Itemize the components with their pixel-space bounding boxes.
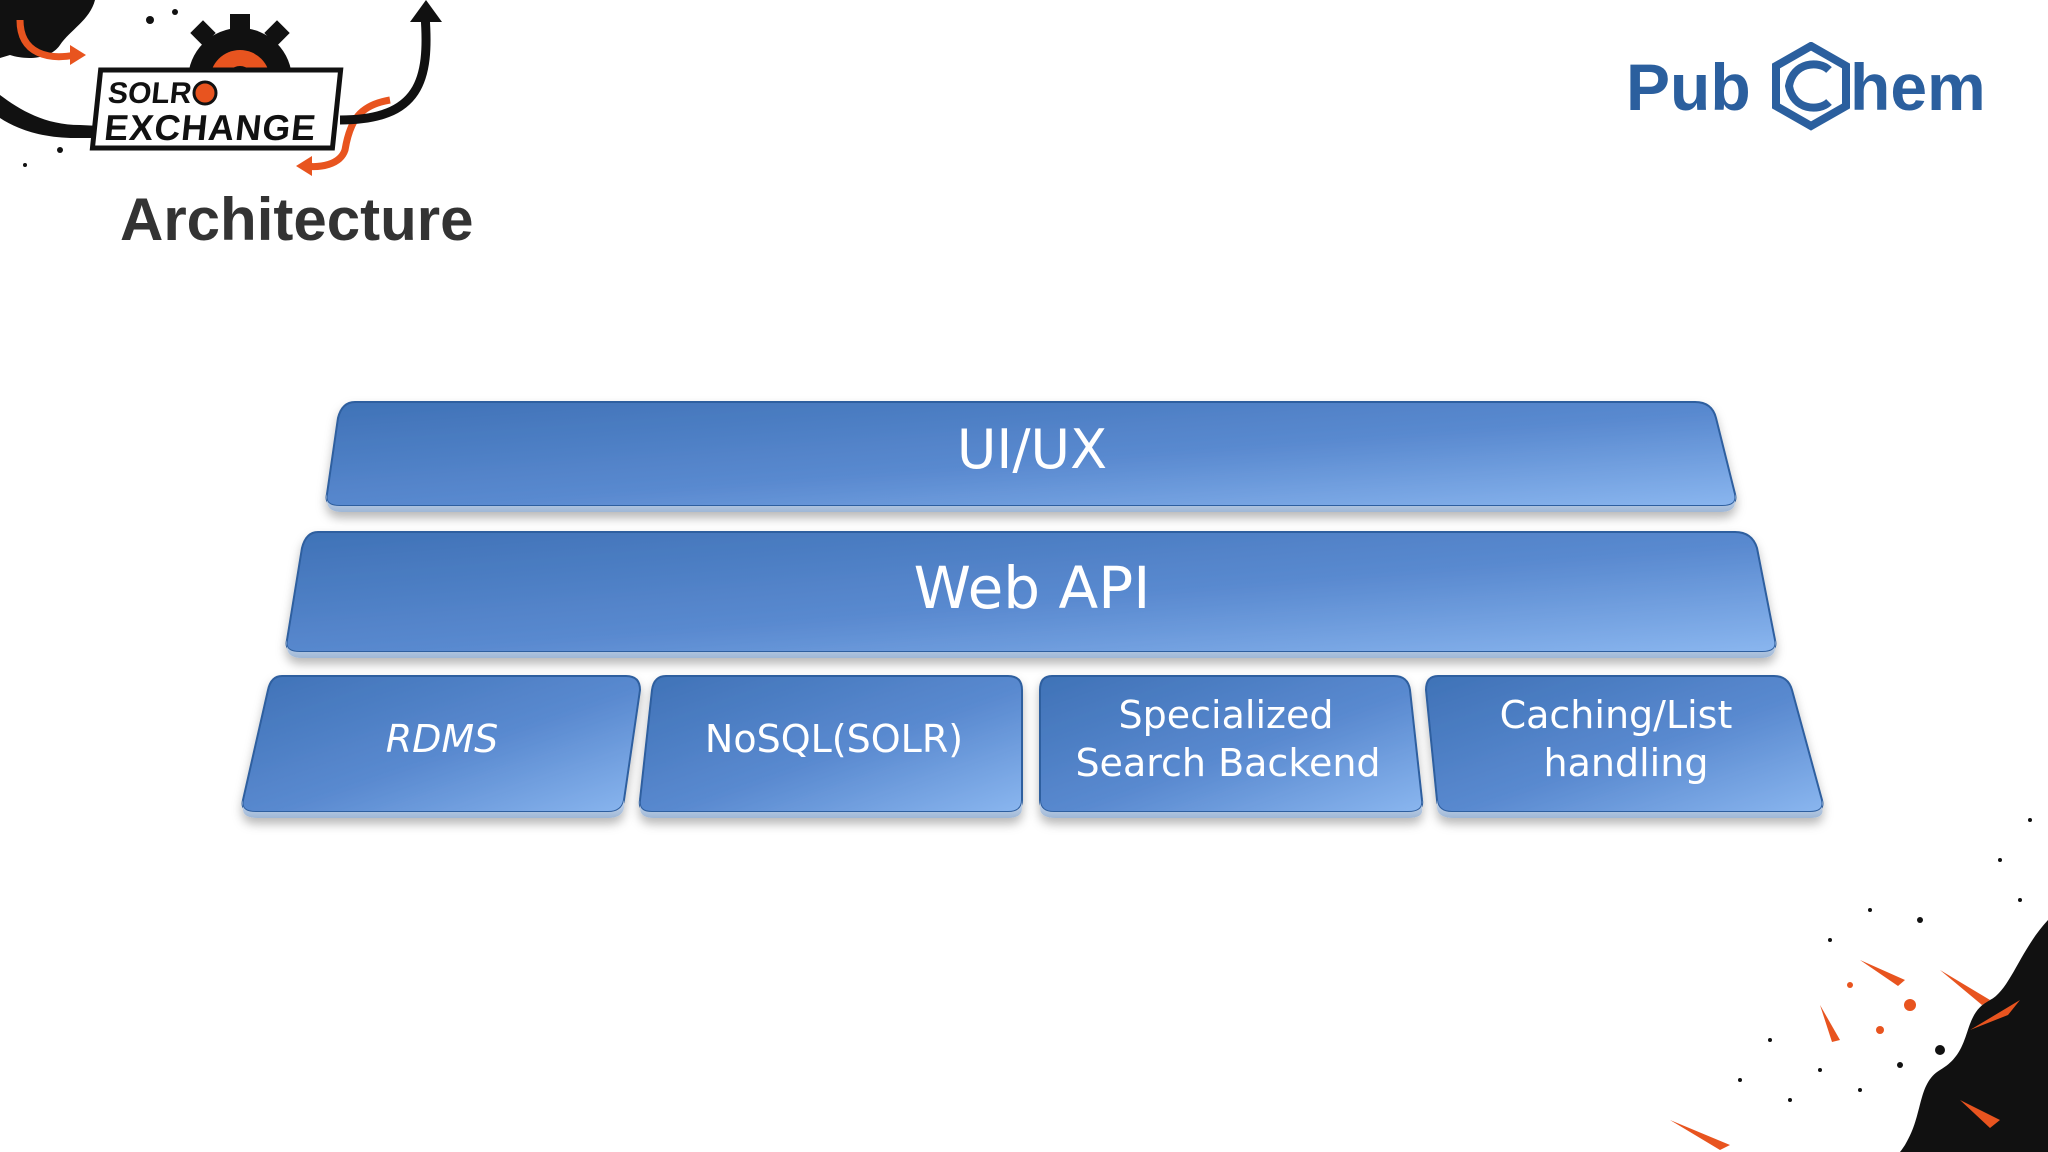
- layer-web-api: Web API: [285, 531, 1777, 658]
- backend-label-line2: handling: [1544, 741, 1709, 785]
- pubchem-logo: Pub hem: [1626, 42, 1986, 131]
- svg-text:EXCHANGE: EXCHANGE: [102, 107, 318, 148]
- backend-label-line1: Caching/List: [1500, 693, 1733, 737]
- solr-exchange-logo: SOLR EXCHANGE: [0, 0, 442, 176]
- backend-label-line2: Search Backend: [1075, 741, 1380, 785]
- svg-text:Pub: Pub: [1626, 50, 1751, 124]
- backend-label: NoSQL(SOLR): [705, 717, 963, 761]
- backend-nosql-solr: NoSQL(SOLR): [638, 675, 1023, 818]
- layer-label: UI/UX: [957, 418, 1107, 481]
- layer-ui-ux: UI/UX: [325, 401, 1737, 512]
- backend-specialized-search: Specialized Search Backend: [1039, 675, 1424, 818]
- svg-text:SOLR: SOLR: [106, 77, 193, 110]
- ink-splatter-decoration: [1670, 818, 2048, 1152]
- slide-title: Architecture: [120, 186, 474, 253]
- layer-label: Web API: [914, 554, 1151, 622]
- backend-rdms: RDMS: [241, 675, 642, 818]
- backend-label-line1: Specialized: [1119, 693, 1334, 737]
- svg-text:hem: hem: [1850, 50, 1986, 124]
- pubchem-hexagon-icon: [1772, 42, 1850, 131]
- backend-label: RDMS: [386, 717, 499, 761]
- backend-caching-list: Caching/List handling: [1424, 675, 1824, 818]
